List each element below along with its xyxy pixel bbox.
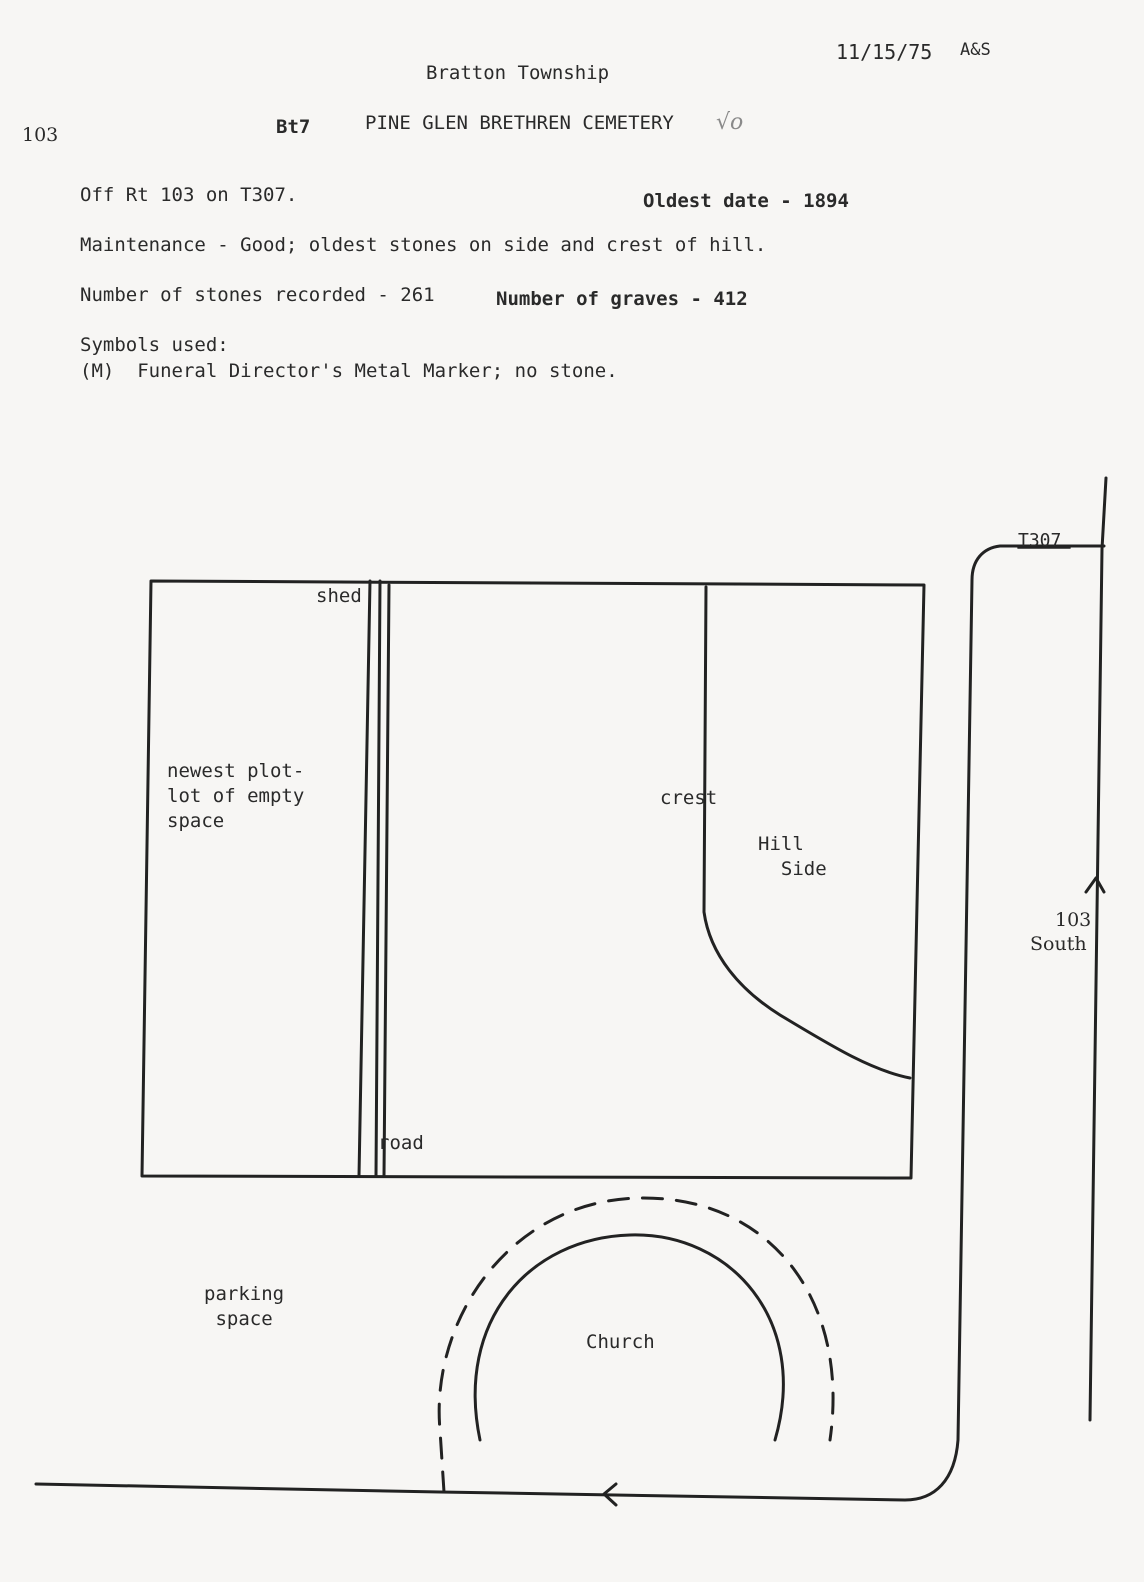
shed-label: shed — [316, 585, 362, 607]
cemetery-boundary — [140, 579, 926, 1180]
graves-count: Number of graves - 412 — [496, 288, 748, 310]
bottom-road-arrow — [602, 1482, 618, 1507]
church-label: Church — [586, 1331, 655, 1353]
township-title: Bratton Township — [426, 62, 610, 84]
parking-label: parking space — [204, 1283, 285, 1330]
symbol-m-legend: (M) Funeral Director's Metal Marker; no … — [80, 360, 618, 382]
route-103-arrow — [1084, 876, 1106, 894]
church-perimeter — [437, 1196, 835, 1494]
crest-label: crest — [660, 787, 718, 809]
route-103-line — [1088, 476, 1108, 1422]
pencil-checkmark: √o — [716, 110, 744, 135]
initials: A&S — [960, 40, 991, 60]
oldest-date: Oldest date - 1894 — [643, 190, 849, 212]
t307-road — [34, 544, 1106, 1502]
page-number: 103 — [22, 124, 59, 146]
cemetery-name: PINE GLEN BRETHREN CEMETERY — [365, 112, 674, 134]
road-line-left — [374, 579, 382, 1178]
maintenance-text: Maintenance - Good; oldest stones on sid… — [80, 234, 767, 256]
newest-plot-label: newest plot- lot of empty space — [167, 760, 305, 832]
stones-recorded: Number of stones recorded - 261 — [80, 284, 435, 306]
route-103-label: 103 — [1055, 909, 1092, 931]
hill-side-label: Hill Side — [758, 833, 827, 880]
route-south-label: South — [1030, 933, 1087, 955]
location-text: Off Rt 103 on T307. — [80, 184, 298, 206]
date-code: 11/15/75 — [836, 40, 933, 64]
cemetery-code: Bt7 — [276, 116, 311, 138]
t307-label: T307 — [1018, 530, 1062, 551]
crest-hill-line — [702, 585, 912, 1080]
symbols-heading: Symbols used: — [80, 334, 229, 356]
church-outline — [473, 1233, 785, 1442]
road-line-right — [382, 583, 391, 1178]
plot-divider-line — [357, 579, 372, 1178]
road-label: road — [378, 1132, 424, 1154]
